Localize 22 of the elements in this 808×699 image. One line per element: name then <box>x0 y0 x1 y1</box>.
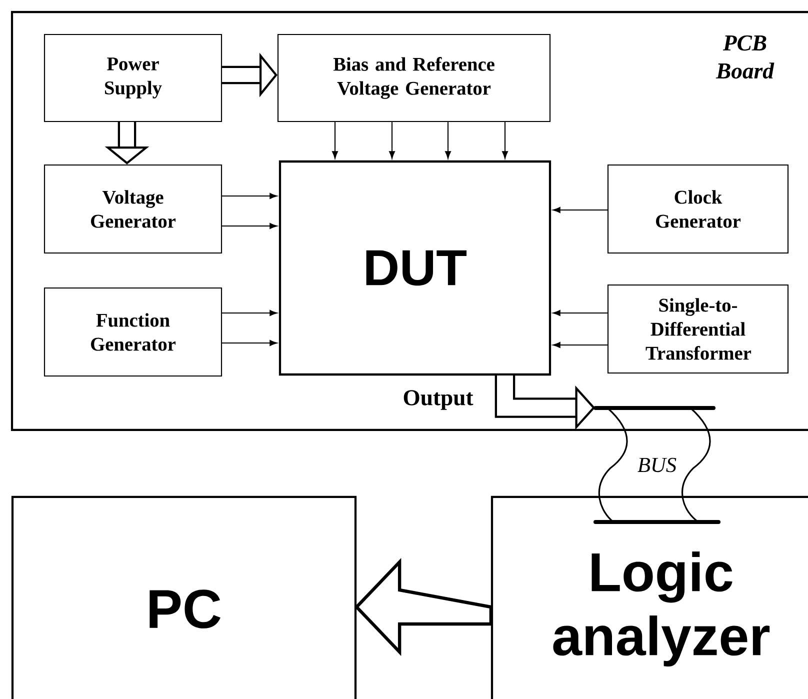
arrow <box>222 310 278 316</box>
arrow <box>222 223 278 229</box>
arrow <box>552 310 608 316</box>
arrow <box>332 122 338 159</box>
block-box: Power Supply <box>44 34 222 122</box>
arrow <box>222 340 278 346</box>
arrow <box>552 342 608 348</box>
arrow <box>222 193 278 199</box>
arrow <box>445 122 451 159</box>
block-box: Clock Generator <box>607 164 789 254</box>
block-box: Single-to- Differential Transformer <box>607 284 789 374</box>
analyzer-box: Logic analyzer <box>490 496 808 699</box>
computer-box: PC <box>11 496 357 699</box>
arrow <box>389 122 395 159</box>
block-box: Voltage Generator <box>44 164 222 254</box>
arrow <box>552 207 608 213</box>
arrow <box>502 122 508 159</box>
block-box: Bias and Reference Voltage Generator <box>277 34 551 122</box>
chip-box: DUT <box>278 160 552 376</box>
block-box: Function Generator <box>44 287 222 377</box>
hollow-arrow <box>354 558 493 656</box>
side-label: Output <box>404 390 474 410</box>
